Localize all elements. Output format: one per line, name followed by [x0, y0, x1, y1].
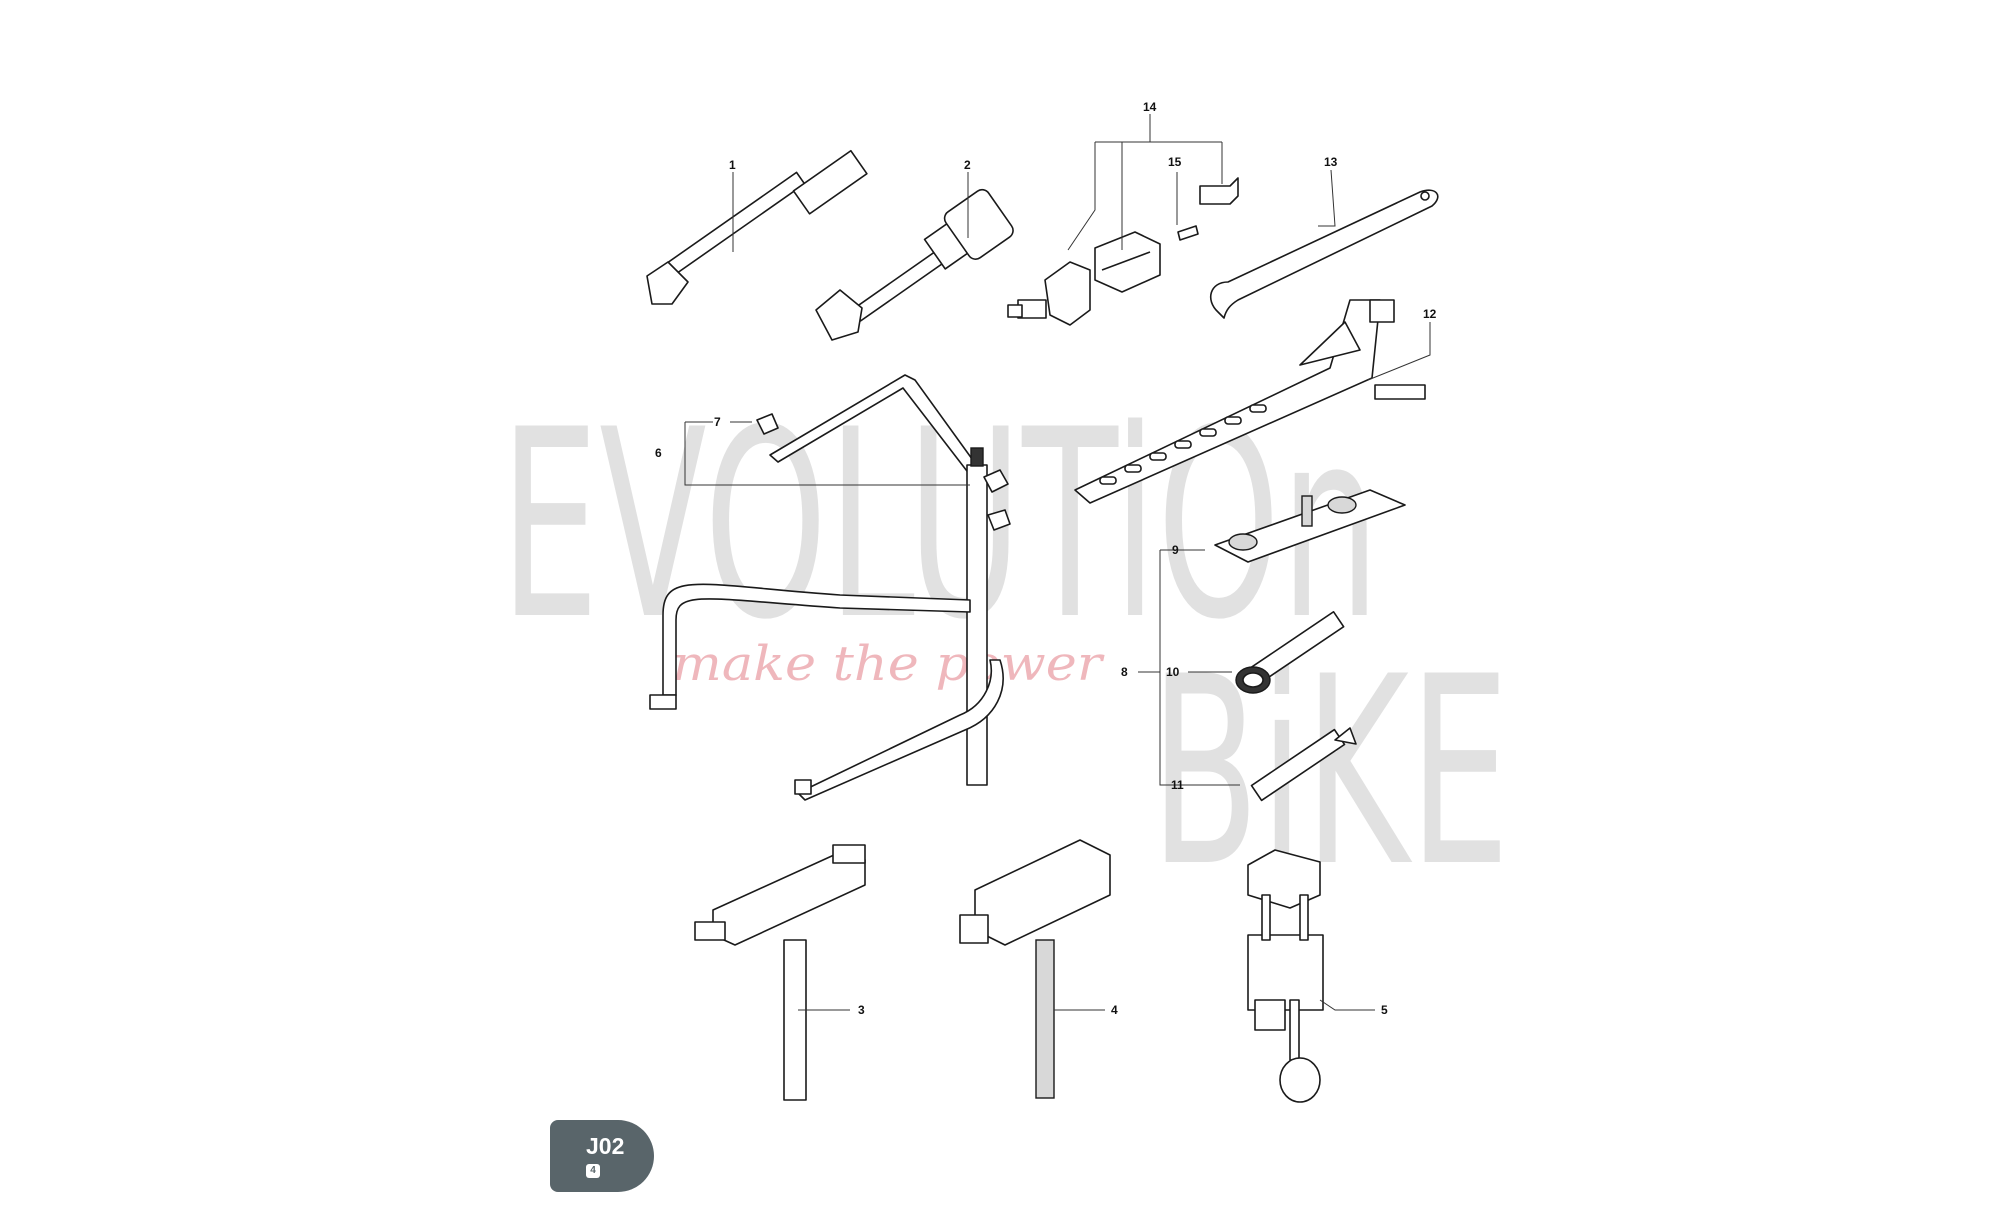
callout-4: 4: [1111, 1003, 1118, 1017]
callout-11: 11: [1171, 778, 1184, 792]
callout-7: 7: [714, 415, 721, 429]
watermark-line2: BiKE: [1150, 622, 1510, 924]
callout-8: 8: [1121, 665, 1128, 679]
watermark: EVOLUTiOn BiKE make the power: [500, 375, 1510, 924]
tool-13-hook-spanner: [1209, 189, 1439, 319]
tool-3-chain-tool: [694, 844, 866, 1101]
tool-11-sleeve: [1250, 727, 1357, 802]
tool-9-plate: [1214, 489, 1406, 563]
callout-12: 12: [1423, 307, 1437, 321]
callout-2: 2: [964, 158, 971, 172]
callout-3: 3: [858, 1003, 865, 1017]
tool-5-chain-press: [1247, 849, 1324, 1103]
callout-14: 14: [1143, 100, 1157, 114]
tool-4-chain-riveter: [959, 839, 1111, 1099]
callout-13: 13: [1324, 155, 1338, 169]
tool-2-puller: [815, 188, 1014, 341]
tool-10-punch: [1235, 610, 1345, 694]
callout-15: 15: [1168, 155, 1182, 169]
callout-1: 1: [729, 158, 736, 172]
callout-5: 5: [1381, 1003, 1388, 1017]
leader-lines: [684, 114, 1431, 1011]
tool-1-puller: [646, 149, 868, 305]
tool-12-slots: [1099, 404, 1267, 485]
tool-14-clamp-set: [1007, 177, 1239, 326]
callout-labels: 1 2 3 4 5 6 7 8 9 10 11 12 13 14 15: [655, 100, 1437, 1017]
callout-10: 10: [1166, 665, 1180, 679]
watermark-tagline: make the power: [672, 636, 1105, 692]
page-sub-index: 4: [586, 1164, 600, 1178]
page-code: J02: [586, 1133, 625, 1159]
callout-6: 6: [655, 446, 662, 460]
tool-12-holding-bar: [1074, 299, 1426, 504]
callout-9: 9: [1172, 543, 1179, 557]
page-badge: J02 4: [550, 1120, 654, 1192]
tool-6-paddock-stand: [649, 374, 1011, 801]
